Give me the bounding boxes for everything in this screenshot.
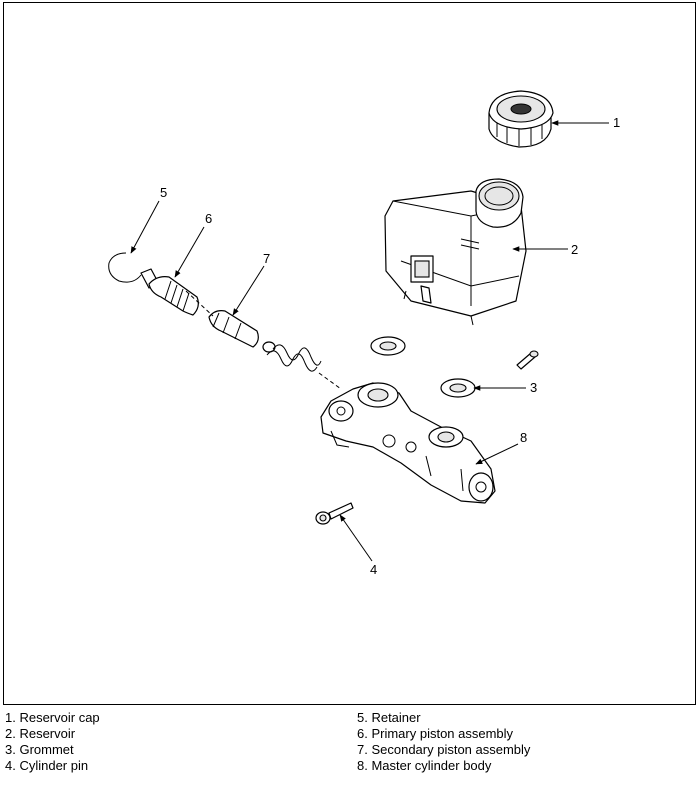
callout-4: 4 <box>370 562 377 577</box>
grommet-lower <box>440 378 476 398</box>
exploded-view-drawing: 1 2 3 4 5 6 7 8 <box>108 90 620 577</box>
leader-lines <box>130 120 609 562</box>
legend-column-right: 5. Retainer 6. Primary piston assembly 7… <box>357 710 530 774</box>
callout-6: 6 <box>205 211 212 226</box>
diagram-frame: 1 2 3 4 5 6 7 8 <box>3 2 696 705</box>
parts-legend: 1. Reservoir cap 2. Reservoir 3. Grommet… <box>0 710 700 800</box>
legend-item-master-cylinder-body: 8. Master cylinder body <box>357 758 492 773</box>
master-cylinder-body <box>320 382 496 504</box>
small-pin <box>516 350 539 370</box>
cylinder-pin <box>315 502 354 525</box>
reservoir <box>384 178 527 326</box>
legend-item-grommet: 3. Grommet <box>5 742 74 757</box>
leader-8 <box>475 443 519 465</box>
callout-3: 3 <box>530 380 537 395</box>
callout-2: 2 <box>571 242 578 257</box>
legend-column-left: 1. Reservoir cap 2. Reservoir 3. Grommet… <box>5 710 100 774</box>
retainer <box>108 252 142 283</box>
legend-item-reservoir: 2. Reservoir <box>5 726 76 741</box>
primary-piston-assembly <box>140 268 199 316</box>
leader-5 <box>130 200 160 254</box>
legend-item-retainer: 5. Retainer <box>357 710 421 725</box>
callout-7: 7 <box>263 251 270 266</box>
legend-item-secondary-piston-assembly: 7. Secondary piston assembly <box>357 742 531 757</box>
grommet-upper <box>370 336 406 356</box>
spring <box>266 344 322 372</box>
legend-item-reservoir-cap: 1. Reservoir cap <box>5 710 100 725</box>
legend-item-cylinder-pin: 4. Cylinder pin <box>5 758 89 773</box>
secondary-piston-assembly <box>208 310 276 353</box>
leader-7 <box>232 265 265 316</box>
reservoir-cap <box>488 90 554 148</box>
callout-8: 8 <box>520 430 527 445</box>
legend-item-primary-piston-assembly: 6. Primary piston assembly <box>357 726 514 741</box>
callout-1: 1 <box>613 115 620 130</box>
leader-4 <box>339 514 373 562</box>
leader-6 <box>174 226 205 278</box>
callout-5: 5 <box>160 185 167 200</box>
